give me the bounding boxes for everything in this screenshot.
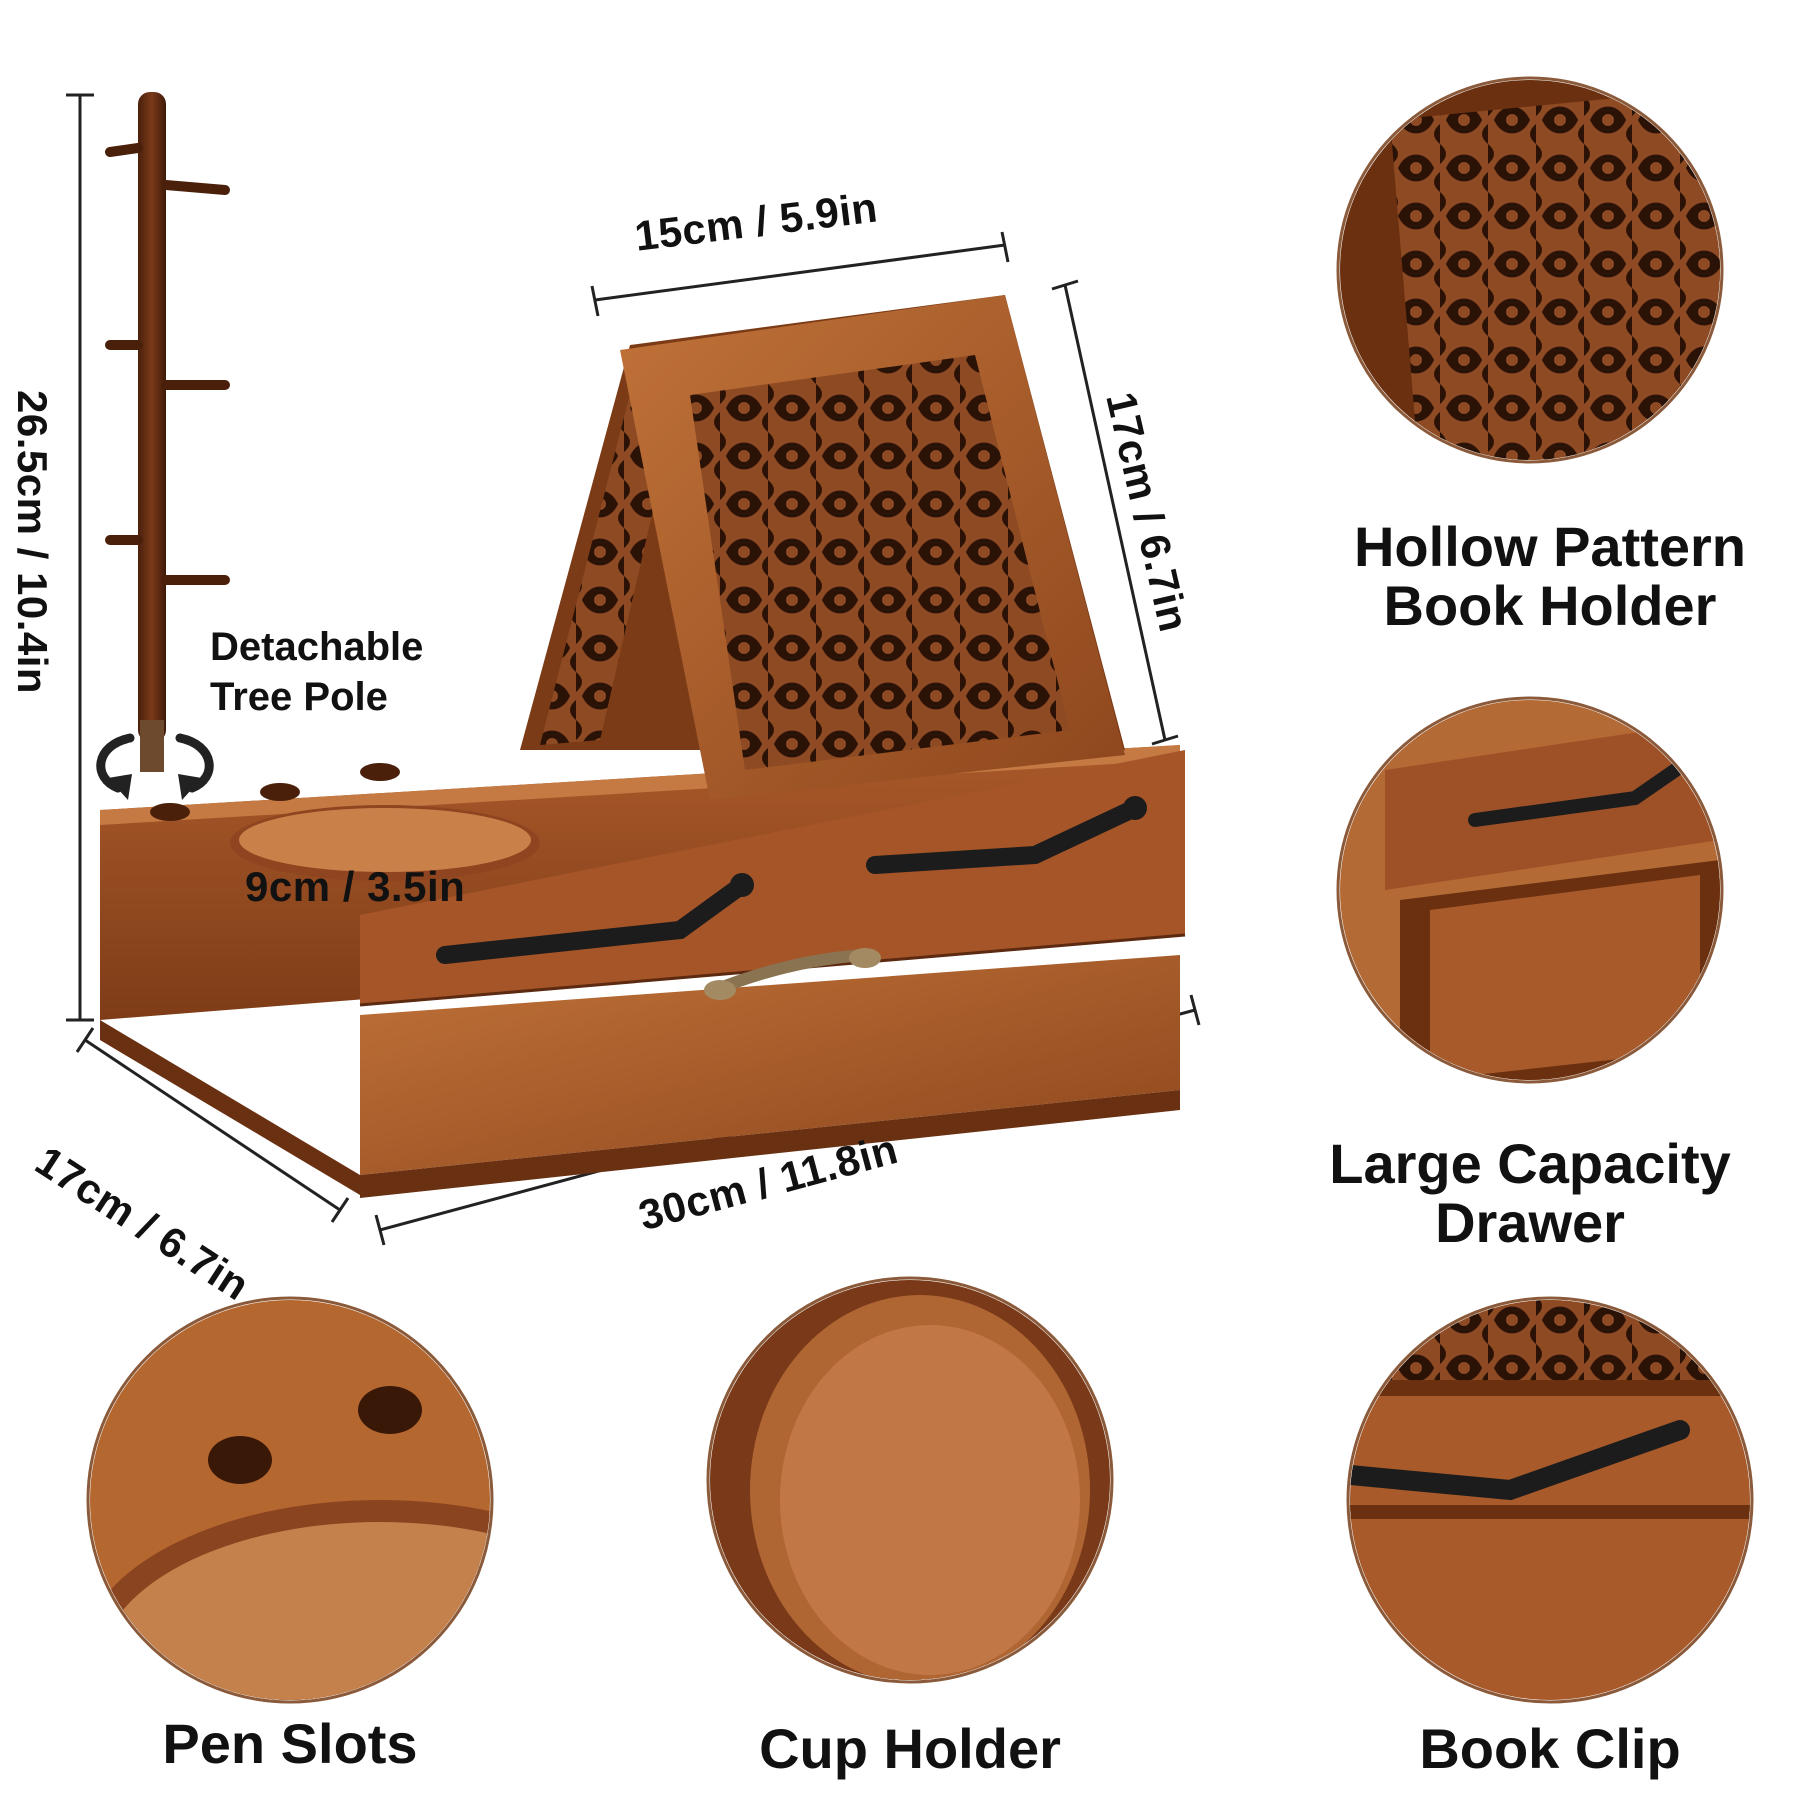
detail-cup-holder (706, 1276, 1114, 1684)
callout-detachable-pole: Detachable Tree Pole (210, 622, 423, 722)
feature-label-pen-slots: Pen Slots (90, 1712, 490, 1775)
feature-line-1: Book Clip (1419, 1717, 1681, 1780)
feature-line-1: Large Capacity (1329, 1132, 1731, 1195)
detail-book-clip (1346, 1296, 1754, 1704)
feature-label-drawer: Large Capacity Drawer (1300, 1132, 1760, 1254)
callout-line-2: Tree Pole (210, 675, 388, 719)
drawer-pull-icon (704, 948, 881, 1000)
feature-line-2: Drawer (1435, 1190, 1625, 1254)
detail-pen-slots (86, 1296, 494, 1704)
feature-label-book-clip: Book Clip (1350, 1717, 1750, 1780)
feature-line-1: Hollow Pattern (1353, 515, 1747, 578)
feature-label-book-holder: Hollow Pattern Book Holder (1320, 515, 1780, 637)
tree-pole (105, 92, 230, 772)
dimension-label-cup-diameter: 9cm / 3.5in (245, 863, 466, 910)
feature-line-2: Book Holder (1383, 573, 1717, 637)
rotate-arrow-icon (108, 774, 202, 800)
book-clip-icon (436, 799, 1144, 964)
feature-line-1: Cup Holder (759, 1717, 1061, 1780)
rotate-arrow-icon (96, 733, 214, 793)
detail-book-holder (1336, 76, 1724, 464)
feature-line-1: Pen Slots (162, 1712, 418, 1775)
detail-drawer (1336, 696, 1724, 1084)
feature-label-cup-holder: Cup Holder (710, 1717, 1110, 1780)
callout-line-1: Detachable (210, 625, 424, 669)
dimension-label-height: 26.5cm / 10.4in (9, 390, 57, 695)
organizer-main (100, 295, 1186, 1198)
